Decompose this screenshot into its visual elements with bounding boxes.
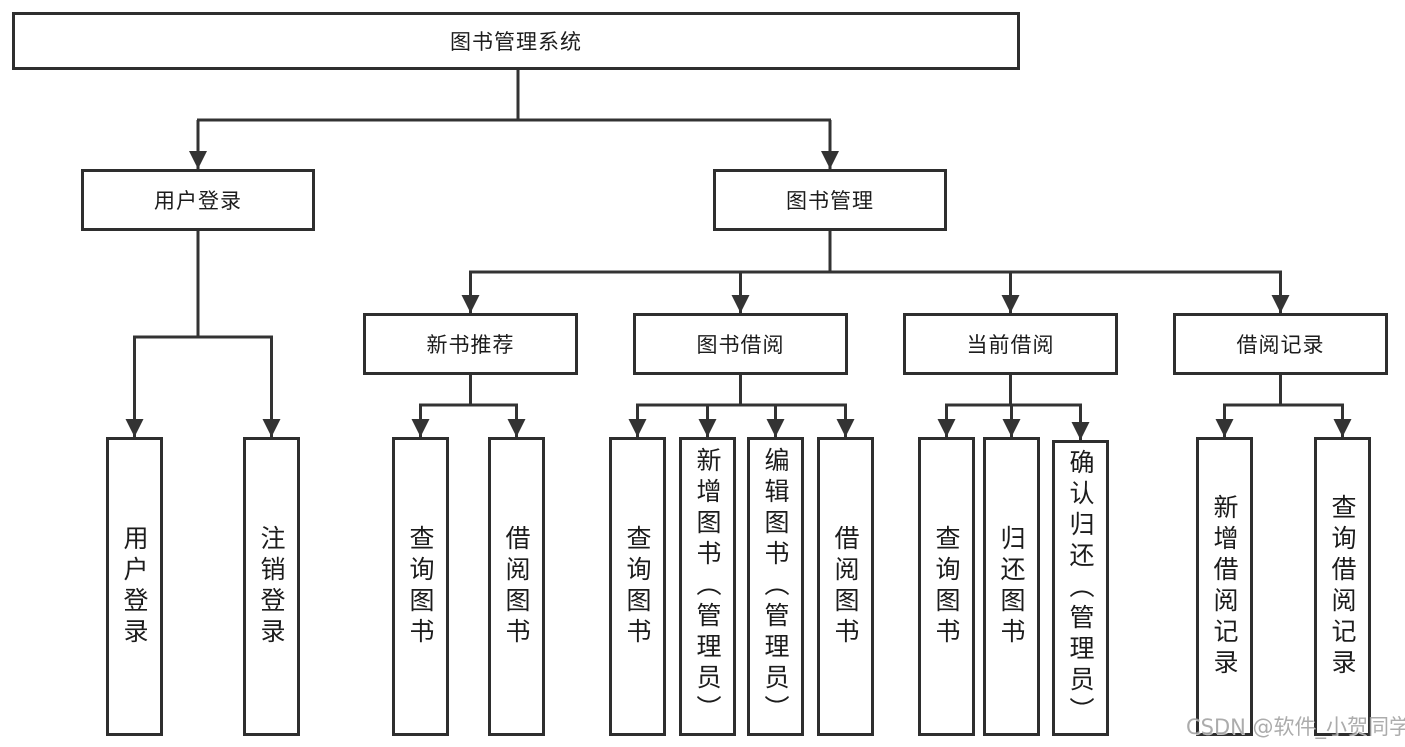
leaf-br-add-record: 新增借阅记录 (1196, 437, 1253, 736)
leaf-label: 新增借阅记录 (1210, 493, 1239, 680)
node-label: 新书推荐 (426, 333, 515, 357)
leaf-label: 用户登录 (120, 524, 149, 649)
node-label: 图书借阅 (696, 333, 785, 357)
node-borrowing-records: 借阅记录 (1173, 313, 1388, 375)
leaf-label: 确认归还（管理员） (1066, 448, 1095, 728)
leaf-label: 查询图书 (623, 524, 652, 649)
node-label: 当前借阅 (966, 333, 1055, 357)
leaf-bb-edit-books-admin: 编辑图书（管理员） (747, 437, 804, 736)
node-user-login: 用户登录 (81, 169, 315, 231)
leaf-label: 查询图书 (932, 524, 961, 649)
node-label: 借阅记录 (1236, 333, 1325, 357)
leaf-label: 查询借阅记录 (1328, 493, 1357, 680)
node-book-borrowing: 图书借阅 (633, 313, 848, 375)
node-label: 图书管理 (786, 189, 874, 213)
leaf-cb-confirm-return-admin: 确认归还（管理员） (1052, 440, 1109, 736)
node-library-management-system: 图书管理系统 (12, 12, 1020, 70)
leaf-br-query-record: 查询借阅记录 (1314, 437, 1371, 736)
leaf-label: 借阅图书 (831, 524, 860, 649)
node-current-borrowing: 当前借阅 (903, 313, 1118, 375)
leaf-cb-return-books: 归还图书 (983, 437, 1040, 736)
node-label: 用户登录 (154, 189, 242, 213)
leaf-nb-borrow-books: 借阅图书 (488, 437, 545, 736)
csdn-watermark: CSDN @软件_小贺同学 (1186, 715, 1405, 739)
leaf-user-login: 用户登录 (106, 437, 163, 736)
connector-trunks (133, 68, 1344, 407)
leaf-label: 借阅图书 (502, 524, 531, 649)
leaf-bb-query-books: 查询图书 (609, 437, 666, 736)
leaf-label: 查询图书 (406, 524, 435, 649)
leaf-bb-borrow-books: 借阅图书 (817, 437, 874, 736)
leaf-label: 编辑图书（管理员） (761, 447, 790, 726)
node-label: 图书管理系统 (450, 30, 582, 54)
leaf-bb-add-books-admin: 新增图书（管理员） (679, 437, 736, 736)
leaf-label: 新增图书（管理员） (693, 447, 722, 726)
leaf-cb-query-books: 查询图书 (918, 437, 975, 736)
leaf-label: 归还图书 (997, 524, 1026, 649)
node-book-management: 图书管理 (713, 169, 947, 231)
leaf-nb-query-books: 查询图书 (392, 437, 449, 736)
node-new-book-recommendation: 新书推荐 (363, 313, 578, 375)
leaf-logout: 注销登录 (243, 437, 300, 736)
leaf-label: 注销登录 (257, 524, 286, 649)
